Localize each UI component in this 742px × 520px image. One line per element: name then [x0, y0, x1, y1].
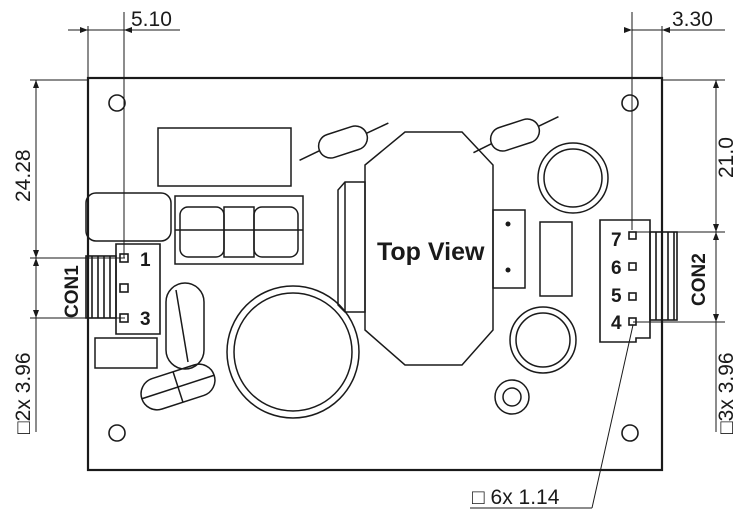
- dim-pin-size: □ 6x 1.14: [472, 486, 560, 509]
- mounting-hole-top-right: [621, 94, 639, 112]
- tab-hole-top: [505, 221, 511, 227]
- con2-pin-6: [628, 262, 637, 271]
- component-rect-top: [157, 127, 292, 187]
- fuse-body: [223, 206, 255, 258]
- con2-housing: [599, 219, 651, 343]
- dim-con2-offset: 3.30: [672, 8, 713, 31]
- component-rect-bottom-left: [94, 337, 158, 369]
- capacitor-mid-right-inner: [515, 312, 571, 368]
- dim-left-height: 24.28: [12, 149, 35, 202]
- small-ring-outer: [494, 379, 530, 415]
- con2-pin-5: [628, 292, 637, 301]
- con1-pin-label-3: 3: [140, 309, 151, 330]
- transformer-tab-right: [492, 209, 526, 289]
- con2-pin-label-5: 5: [611, 286, 622, 307]
- mounting-hole-bottom-right: [621, 424, 639, 442]
- mounting-hole-top-left: [108, 94, 126, 112]
- capacitor-large-outer: [226, 285, 360, 419]
- transformer-tab-left: [337, 181, 366, 313]
- dim-con1-offset: 5.10: [131, 8, 172, 31]
- con1-latch: [85, 255, 117, 319]
- dim-right-height: 21.0: [715, 137, 738, 178]
- dim-con1-pitch: □2x 3.96: [12, 352, 35, 434]
- mounting-holes: [108, 94, 639, 442]
- capsule-component-left: [299, 122, 389, 162]
- capacitor-top-right-outer: [537, 142, 609, 214]
- capacitor-top-right-inner: [543, 148, 603, 208]
- con2-pin-7: [628, 231, 637, 240]
- small-ring-inner: [502, 387, 522, 407]
- fuse-terminal-right: [253, 206, 299, 258]
- con1-pin-2: [119, 283, 129, 293]
- fuse-terminal-left: [179, 206, 225, 258]
- tab-hole-bottom: [505, 267, 511, 273]
- con2-pin-label-4: 4: [611, 313, 622, 334]
- con1-label: CON1: [62, 265, 83, 318]
- arrowheads: [33, 27, 719, 322]
- con2-latch: [649, 231, 678, 321]
- capacitor-mid-right-outer: [509, 306, 577, 374]
- component-rect-right: [539, 221, 573, 297]
- mounting-hole-bottom-left: [108, 424, 126, 442]
- oval-component-vertical: [165, 282, 205, 370]
- capacitor-large-inner: [233, 292, 353, 412]
- components: [85, 115, 609, 419]
- capsule-component-right: [473, 115, 559, 154]
- oval-component-diagonal: [140, 363, 216, 411]
- con2-connector: [599, 219, 678, 343]
- con2-pin-label-7: 7: [611, 230, 622, 251]
- pcb-outline: [86, 76, 664, 472]
- component-rounded-block: [85, 192, 172, 242]
- dim-con2-pitch: □3x 3.96: [715, 352, 738, 434]
- con1-pin-label-1: 1: [140, 250, 151, 271]
- con1-housing: [115, 243, 161, 335]
- top-view-label: Top View: [377, 238, 485, 266]
- dimension-lines: [30, 12, 725, 509]
- con2-label: CON2: [689, 253, 710, 306]
- top-view-label-bg: [372, 234, 486, 266]
- con2-pin-label-6: 6: [611, 258, 622, 279]
